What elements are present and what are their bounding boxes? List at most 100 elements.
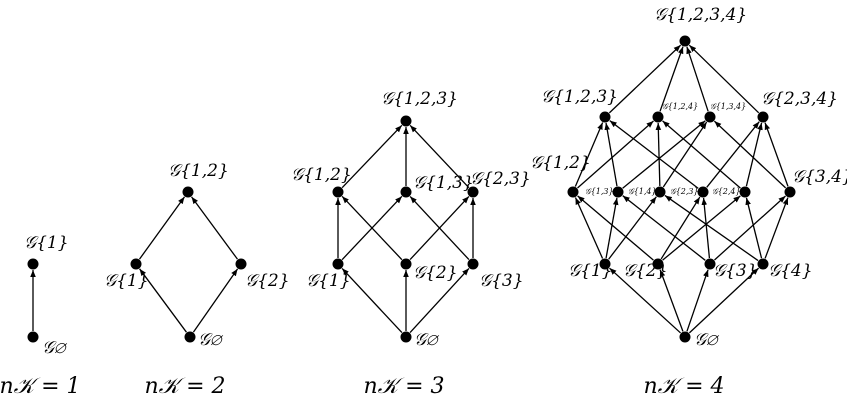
- lattice-node: [652, 258, 664, 270]
- node-label: 𝒢{3}: [713, 261, 758, 281]
- lattice-node: [567, 186, 579, 198]
- node-label: 𝒢{1,2,4}: [662, 102, 698, 111]
- lattice-node: [679, 331, 691, 343]
- node-label: 𝒢{1}: [306, 271, 351, 291]
- caption-n2: n𝒦 = 2: [144, 374, 225, 399]
- edge-arrow: [745, 197, 763, 259]
- hasse-diagram-n4: 𝒢∅𝒢{1}𝒢{2}𝒢{3}𝒢{4}𝒢{1,2}𝒢{1,3}𝒢{1,4}𝒢{2,…: [530, 5, 847, 350]
- node-label: 𝒢{1,2,3}: [541, 87, 618, 107]
- lattice-node: [757, 111, 769, 123]
- node-label: 𝒢{1,3}: [585, 187, 614, 196]
- edge-arrow: [604, 122, 618, 187]
- edge-arrow: [574, 122, 604, 187]
- lattice-node: [467, 258, 479, 270]
- node-label: 𝒢{1,2,3,4}: [654, 5, 747, 25]
- node-label: 𝒢{1,2}: [168, 161, 229, 181]
- lattice-node: [757, 258, 769, 270]
- edge-arrow: [192, 268, 239, 333]
- edge-arrow: [138, 196, 186, 260]
- lattice-node: [332, 186, 344, 198]
- edge-arrow: [139, 268, 187, 333]
- node-label: 𝒢{2,3}: [670, 187, 699, 196]
- node-label: 𝒢{1,3}: [413, 173, 474, 193]
- lattice-node: [612, 186, 624, 198]
- edge-arrow: [409, 124, 470, 189]
- lattice-node: [599, 258, 611, 270]
- lattice-node: [400, 258, 412, 270]
- edge-arrow: [688, 44, 760, 114]
- node-label: 𝒢{2,3,4}: [761, 89, 838, 109]
- edge-arrow: [191, 196, 238, 260]
- edge-arrow: [713, 120, 787, 189]
- edge-arrow: [341, 195, 403, 261]
- edge-arrow: [662, 120, 741, 189]
- node-label: 𝒢{4}: [768, 261, 813, 281]
- lattice-node: [400, 331, 412, 343]
- node-label: 𝒢{1,2,3}: [381, 89, 458, 109]
- node-label: 𝒢{3}: [479, 271, 524, 291]
- caption-n4: n𝒦 = 4: [643, 374, 724, 399]
- edge-arrow: [577, 195, 654, 261]
- node-label: 𝒢{1,2}: [291, 165, 352, 185]
- lattice-node: [652, 111, 664, 123]
- node-label: 𝒢{1}: [104, 271, 149, 291]
- edge-arrow: [686, 269, 709, 332]
- edge-arrow: [764, 197, 789, 259]
- node-label: 𝒢{2}: [413, 263, 458, 283]
- lattice-node: [704, 111, 716, 123]
- edge-arrow: [745, 122, 763, 187]
- edge-arrow: [409, 267, 470, 334]
- node-label: 𝒢∅: [414, 330, 440, 350]
- edge-arrow: [688, 267, 760, 334]
- caption-n1: n𝒦 = 1: [0, 374, 81, 399]
- lattice-node: [184, 331, 196, 343]
- edge-arrow: [662, 121, 708, 188]
- lattice-node: [467, 186, 479, 198]
- lattice-node: [182, 186, 194, 198]
- lattice-node: [654, 186, 666, 198]
- caption-n3: n𝒦 = 3: [363, 374, 444, 399]
- lattice-node: [130, 258, 142, 270]
- edge-arrow: [622, 195, 706, 261]
- edge-arrow: [664, 194, 759, 262]
- edge-arrow: [662, 195, 741, 261]
- node-label: 𝒢{2}: [623, 261, 668, 281]
- lattice-node: [27, 258, 39, 270]
- lattice-node: [784, 186, 796, 198]
- lattice-node: [235, 258, 247, 270]
- node-label: 𝒢{1,4}: [628, 187, 657, 196]
- edge-arrow: [714, 195, 786, 261]
- edge-arrow: [409, 195, 470, 261]
- lattice-node: [697, 186, 709, 198]
- node-label: 𝒢{1}: [568, 261, 613, 281]
- node-label: 𝒢∅: [694, 330, 720, 350]
- edge-arrow: [608, 267, 682, 334]
- edge-arrow: [659, 46, 684, 112]
- edge-arrow: [608, 196, 657, 260]
- edge-arrow: [622, 120, 706, 189]
- edge-arrow: [655, 122, 662, 187]
- hasse-diagram-n3: 𝒢∅ 𝒢{1} 𝒢{2} 𝒢{3} 𝒢{1,2} 𝒢{1,3}𝒢{2,3} 𝒢{1,2,3}: [291, 89, 531, 350]
- node-label: 𝒢∅: [42, 338, 68, 358]
- node-label: 𝒢{1,3,4}: [710, 102, 746, 111]
- edge-arrow: [605, 197, 619, 259]
- edge-arrow: [609, 120, 699, 189]
- lattice-node: [400, 186, 412, 198]
- edge-arrow: [341, 267, 403, 334]
- edge-arrow: [341, 124, 403, 189]
- hasse-diagram-n1: 𝒢∅𝒢{1}: [24, 233, 69, 358]
- edge-arrow: [660, 196, 701, 260]
- edge-arrow: [608, 44, 682, 114]
- edge-arrow: [659, 269, 684, 332]
- lattice-node: [27, 331, 39, 343]
- edge-arrow: [686, 46, 709, 112]
- edge-arrow: [701, 197, 711, 259]
- edge-arrow: [764, 122, 789, 187]
- lattice-node: [400, 115, 412, 127]
- node-label: 𝒢{2,3}: [470, 169, 531, 189]
- node-label: 𝒢∅: [198, 330, 224, 350]
- lattice-node: [739, 186, 751, 198]
- edge-arrow: [706, 121, 760, 188]
- lattice-node: [704, 258, 716, 270]
